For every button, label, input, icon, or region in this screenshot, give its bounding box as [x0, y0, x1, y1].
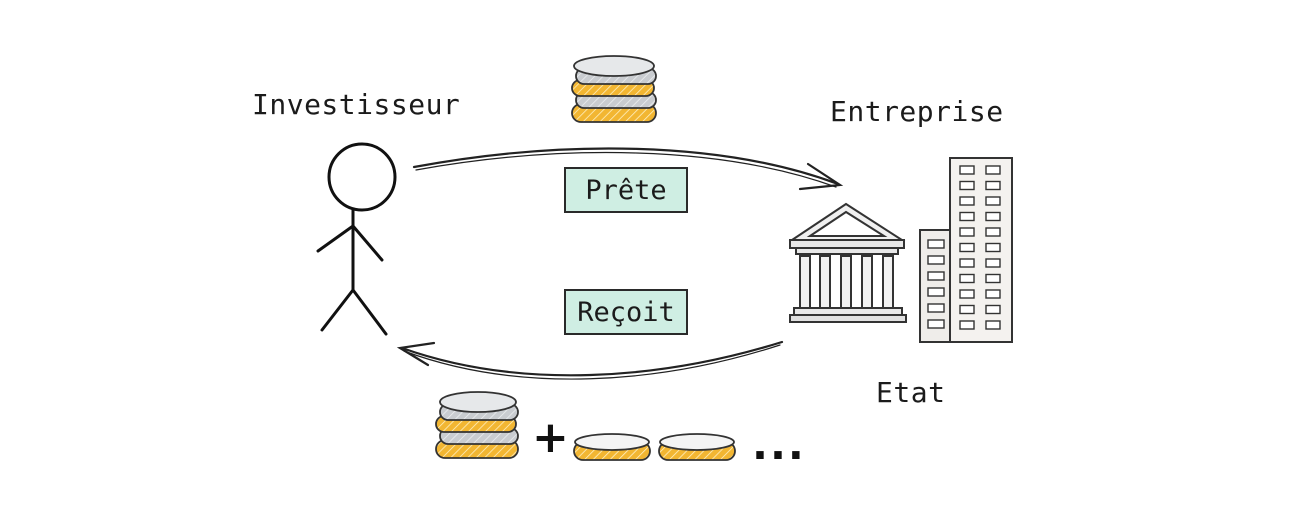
building-window [959, 165, 975, 175]
building-window [959, 242, 975, 253]
building-window [959, 289, 975, 299]
receive-arrow [396, 340, 784, 380]
building-window [985, 180, 1001, 191]
lend-tag-text: Prête [585, 174, 667, 206]
building-window [927, 319, 945, 329]
government-building-icon [788, 202, 907, 323]
coin-icon [573, 433, 651, 461]
receive-tag-text: Reçoit [577, 296, 675, 328]
receive-tag: Reçoit [564, 289, 688, 335]
office-tower-icon [919, 157, 1013, 343]
building-window [959, 227, 975, 237]
coin-icon [658, 433, 736, 461]
stick-figure-icon [316, 142, 397, 336]
building-window [985, 258, 1001, 268]
building-window [985, 165, 1001, 175]
building-window [985, 320, 1001, 330]
investor-label: Investisseur [252, 88, 461, 121]
building-window [927, 287, 945, 297]
building-window [985, 273, 1001, 284]
coin-stack-icon [435, 391, 519, 459]
ellipsis: ... [752, 420, 806, 469]
building-window [927, 303, 945, 313]
lend-tag: Prête [564, 167, 688, 213]
building-window [985, 289, 1001, 299]
building-window [959, 180, 975, 191]
plus-sign: + [532, 412, 569, 463]
state-label: Etat [876, 376, 946, 409]
building-window [985, 304, 1001, 315]
building-window [959, 196, 975, 206]
building-window [959, 273, 975, 284]
building-window [959, 258, 975, 268]
company-label: Entreprise [830, 95, 1004, 128]
building-window [959, 304, 975, 315]
building-window [959, 320, 975, 330]
building-window [959, 211, 975, 222]
building-window [985, 196, 1001, 206]
building-window [985, 242, 1001, 253]
building-window [927, 239, 945, 249]
building-window [985, 227, 1001, 237]
coin-stack-icon [571, 55, 657, 123]
building-window [927, 271, 945, 281]
building-window [927, 255, 945, 265]
lend-arrow [412, 147, 844, 191]
building-window [985, 211, 1001, 222]
